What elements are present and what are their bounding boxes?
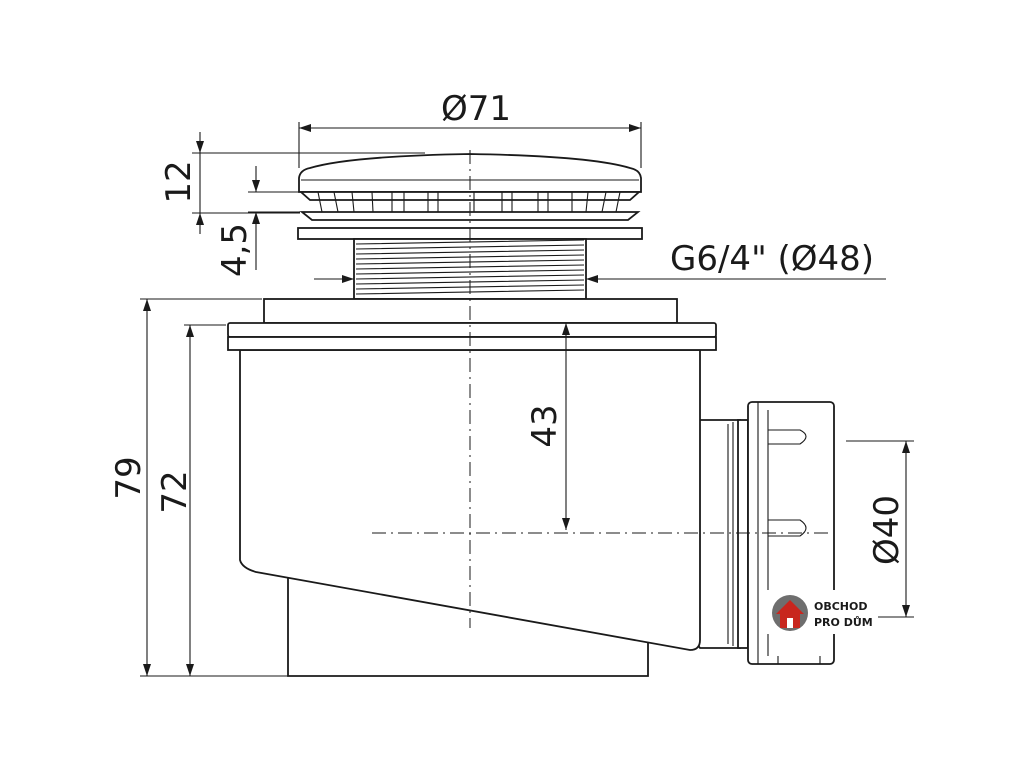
logo: OBCHOD PRO DŮM <box>760 590 878 634</box>
trap-body <box>227 322 741 677</box>
label-gap: 4,5 <box>215 223 255 277</box>
label-cap-height: 12 <box>159 160 199 203</box>
label-thread: G6/4" (Ø48) <box>670 239 874 279</box>
dimension-inner-depth: 43 <box>525 323 570 530</box>
logo-text-line1: OBCHOD <box>814 600 868 613</box>
house-icon <box>772 595 808 631</box>
logo-text-line2: PRO DŮM <box>814 616 873 629</box>
label-top-diameter: Ø71 <box>441 89 511 129</box>
label-outlet-diameter: Ø40 <box>867 495 907 565</box>
dimension-cap-height: 12 <box>159 132 425 234</box>
cap-slots <box>317 191 621 213</box>
dimension-body-height: 72 <box>155 324 226 676</box>
label-total-height: 79 <box>109 456 149 499</box>
dimension-thread: G6/4" (Ø48) <box>314 239 886 283</box>
dimension-top-diameter: Ø71 <box>298 89 642 168</box>
dimension-total-height: 79 <box>109 298 288 677</box>
label-inner-depth: 43 <box>525 404 565 447</box>
label-body-height: 72 <box>155 470 195 513</box>
dimension-gap: 4,5 <box>215 166 300 277</box>
